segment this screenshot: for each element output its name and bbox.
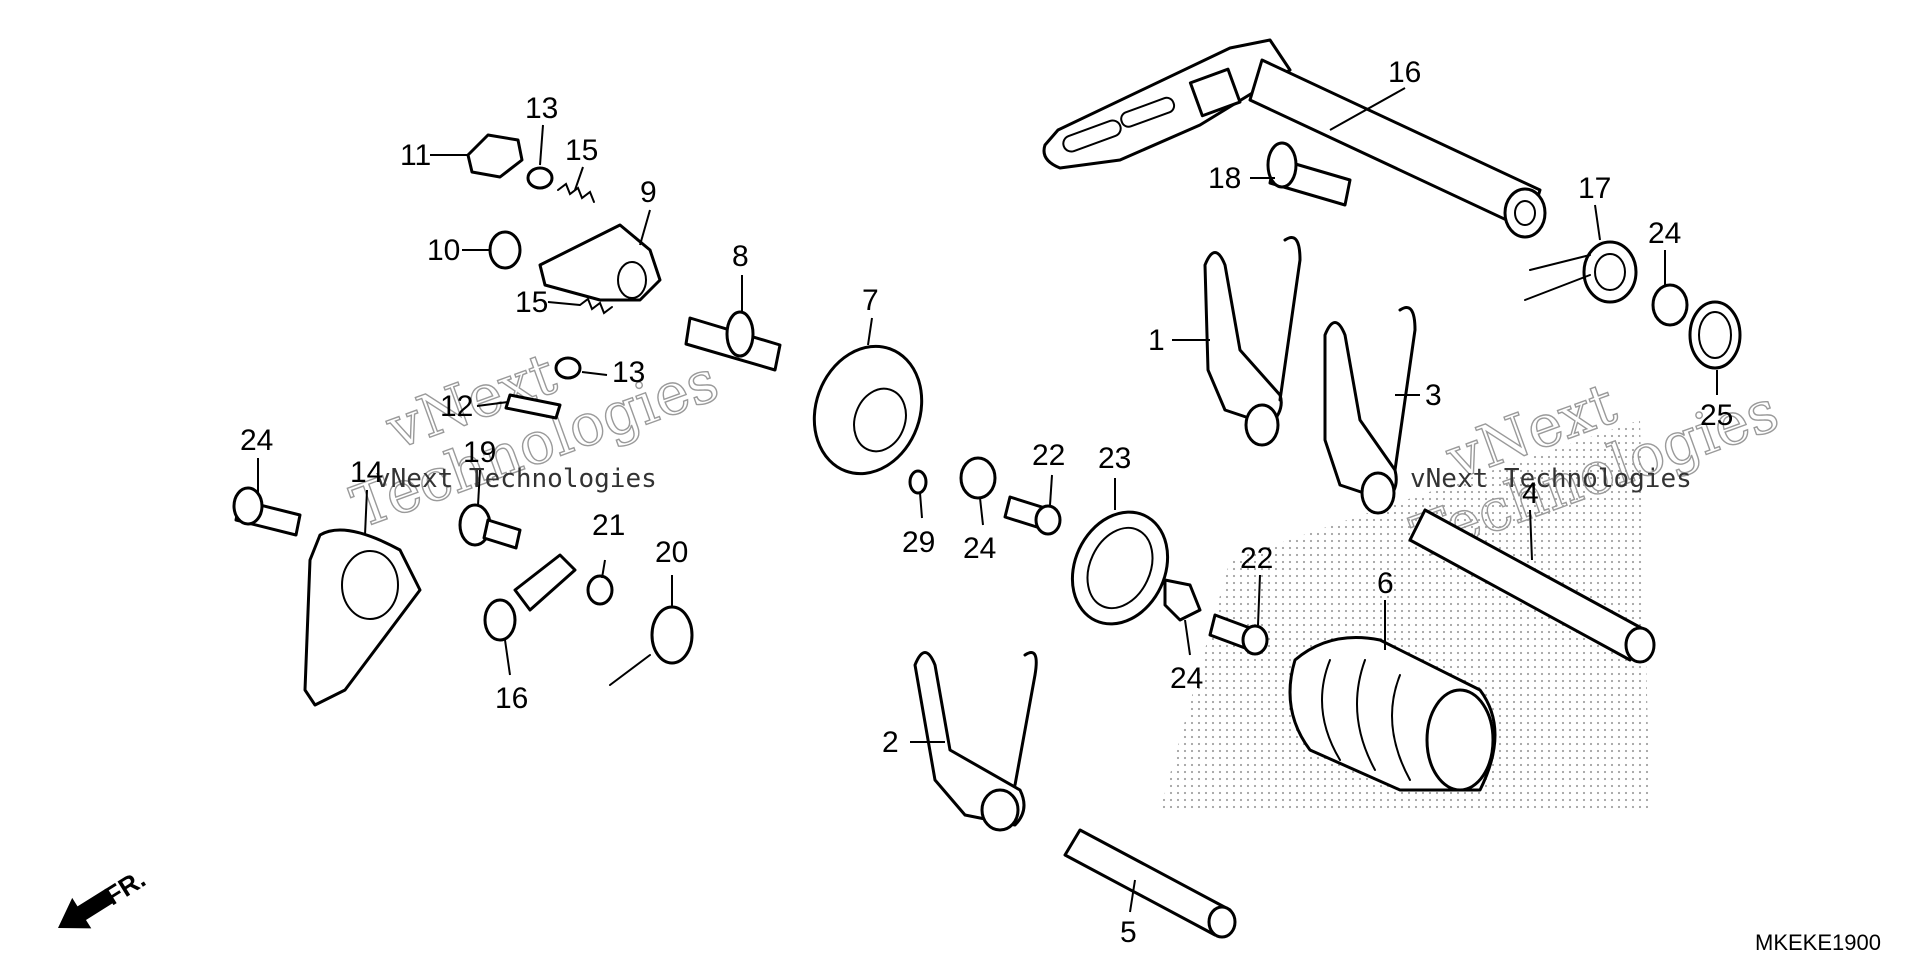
watermark-inline-right: vNext Technologies xyxy=(1410,464,1692,494)
callout-labels: 16 18 17 24 25 1 3 4 6 2 5 23 7 8 29 24 … xyxy=(240,56,1733,949)
callout-22-lower: 22 xyxy=(1240,542,1273,575)
part-7-drum-center xyxy=(812,344,924,476)
front-direction-indicator: FR. xyxy=(58,863,151,929)
callout-26: 23 xyxy=(1098,442,1131,475)
callout-1: 1 xyxy=(1148,324,1165,357)
callout-27: 24 xyxy=(240,424,273,457)
part-29-pin xyxy=(908,469,928,495)
part-26-oil-seal xyxy=(1070,510,1170,626)
part-15-spring-lower xyxy=(579,297,613,315)
callout-3: 3 xyxy=(1425,379,1442,412)
callout-16: 16 xyxy=(495,682,528,715)
callout-12: 12 xyxy=(440,390,473,423)
part-28-clip xyxy=(1651,283,1689,327)
callout-9: 9 xyxy=(640,176,657,209)
callout-18: 16 xyxy=(1388,56,1421,89)
callout-17: 20 xyxy=(655,536,688,569)
callout-13-upper: 13 xyxy=(525,92,558,125)
part-3-shift-fork xyxy=(1323,306,1417,515)
part-10-collar xyxy=(488,230,522,270)
part-24-plate-lower xyxy=(1163,578,1202,622)
part-13-pin-upper xyxy=(526,166,554,190)
part-4-fork-shaft xyxy=(1408,508,1656,664)
part-27-bolt xyxy=(232,486,302,537)
part-24-plate-upper xyxy=(959,456,997,500)
part-2-shift-fork xyxy=(913,651,1038,832)
part-16-stopper-arm xyxy=(483,553,577,642)
callout-29: 29 xyxy=(902,526,935,559)
callout-7: 7 xyxy=(862,284,879,317)
part-9-gearshift-arm xyxy=(538,223,662,302)
watermark-left: vNext Technologies xyxy=(342,339,727,543)
dotted-watermark xyxy=(1160,420,1650,810)
watermark-inline-left: vNext Technologies xyxy=(375,464,657,494)
callout-13-lower: 13 xyxy=(612,356,645,389)
callout-24-lower: 24 xyxy=(1170,662,1203,695)
callout-14: 14 xyxy=(350,456,383,489)
part-17-spring xyxy=(609,605,694,686)
part-25-washer xyxy=(1688,300,1742,370)
callout-25: 25 xyxy=(1700,399,1733,432)
part-14-plate xyxy=(303,528,422,707)
part-22-bolt-upper xyxy=(1003,495,1062,536)
callout-15-lower: 15 xyxy=(515,286,548,319)
part-11-cap xyxy=(466,133,524,179)
callout-10: 10 xyxy=(427,234,460,267)
callout-8: 8 xyxy=(732,240,749,273)
callout-22-upper: 22 xyxy=(1032,439,1065,472)
part-18-shift-spindle xyxy=(1042,38,1547,239)
callout-11: 11 xyxy=(400,139,431,172)
callout-21: 19 xyxy=(463,436,496,469)
front-arrow-icon xyxy=(58,888,115,929)
callout-4: 4 xyxy=(1522,477,1539,510)
callout-20: 18 xyxy=(1208,162,1241,195)
part-22-bolt-lower xyxy=(1208,613,1269,656)
part-12-pin xyxy=(504,393,562,420)
part-19-spring xyxy=(1524,240,1638,304)
part-20-bolt xyxy=(1266,141,1352,207)
callout-24-upper: 24 xyxy=(963,532,996,565)
leader-lines xyxy=(257,87,1718,913)
diagram-code: MKEKE1900 xyxy=(1755,930,1881,955)
part-21-bolt xyxy=(458,503,522,550)
part-1-shift-fork xyxy=(1203,236,1302,447)
callout-6: 6 xyxy=(1377,567,1394,600)
part-5-fork-shaft xyxy=(1063,828,1237,939)
part-13-pin-lower xyxy=(554,356,582,380)
part-8-bolt xyxy=(684,310,782,372)
part-6-shift-drum xyxy=(1288,636,1497,792)
callout-23: 21 xyxy=(592,509,625,542)
callout-15-upper: 15 xyxy=(565,134,598,167)
callout-2: 2 xyxy=(882,726,899,759)
callout-5: 5 xyxy=(1120,916,1137,949)
callout-28: 24 xyxy=(1648,217,1681,250)
part-15-spring-upper xyxy=(557,182,595,203)
part-23-washer xyxy=(586,574,614,606)
callout-19: 17 xyxy=(1578,172,1611,205)
